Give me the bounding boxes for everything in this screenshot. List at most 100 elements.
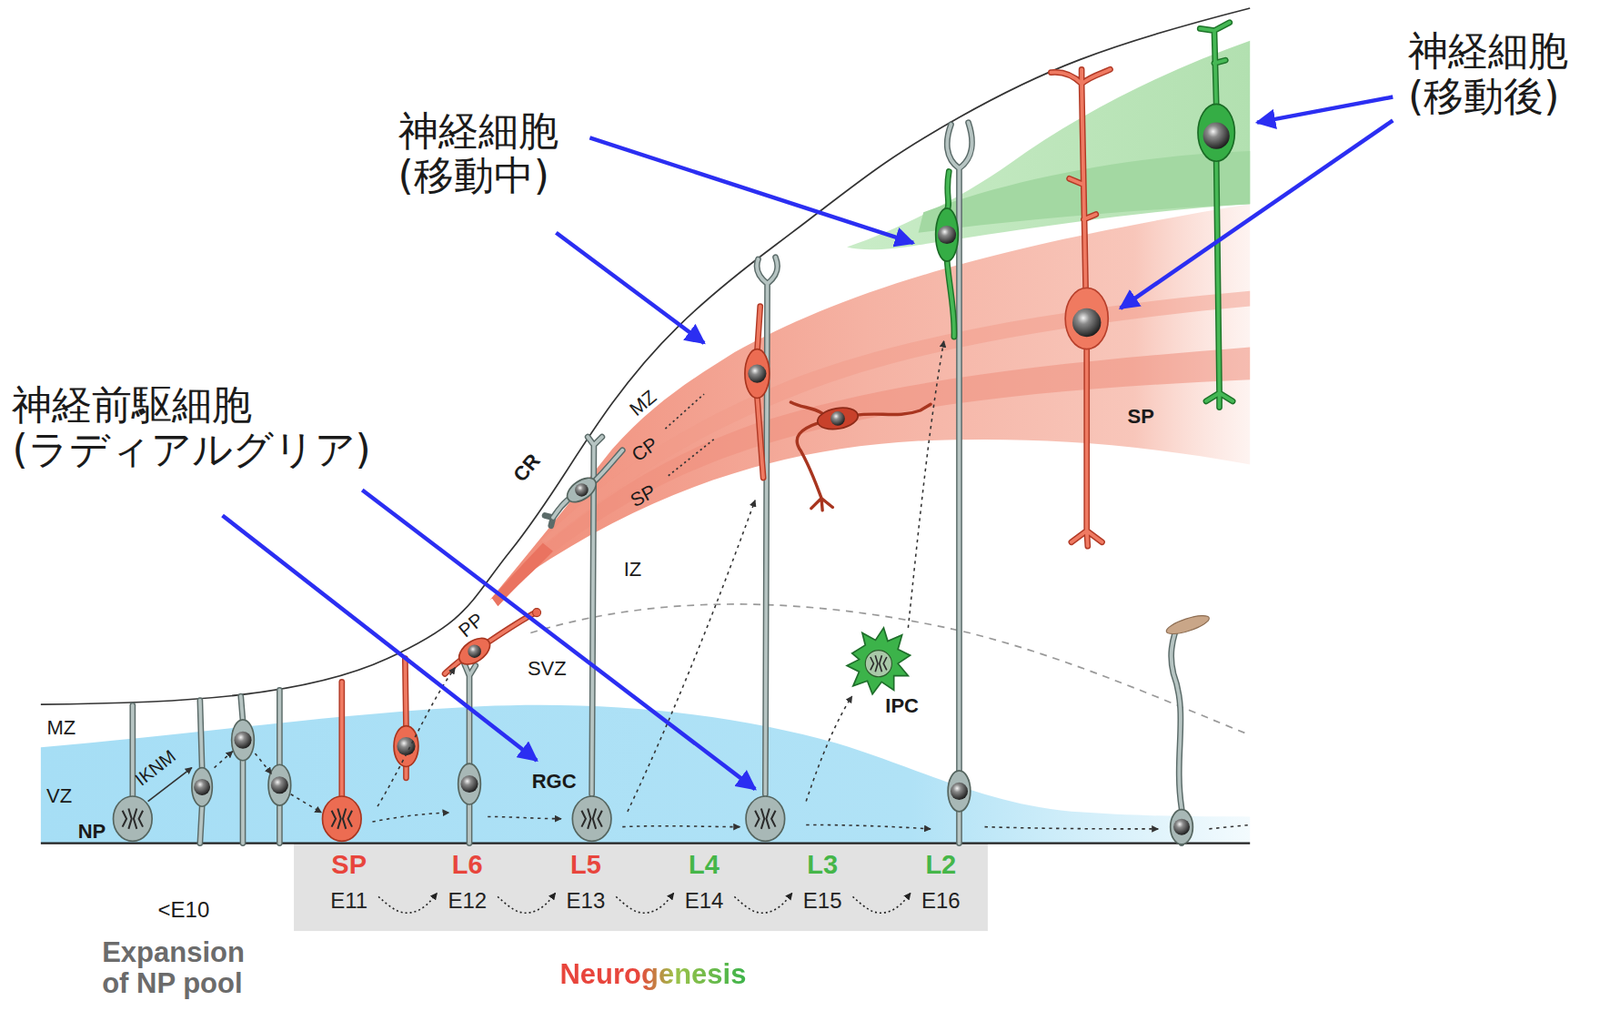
glia-process: [463, 663, 475, 843]
layer-name: L6: [447, 849, 487, 880]
neuron-soma: [1065, 287, 1108, 349]
neuron-soma: [744, 349, 770, 399]
callout-arrow: [1257, 97, 1393, 123]
cell-label: NP: [78, 820, 107, 844]
lineage-arrow: [805, 824, 931, 828]
nucleus: [1203, 122, 1230, 150]
nucleus: [193, 778, 211, 795]
lineage-arrow: [291, 794, 323, 813]
ventricular-surface: [40, 841, 1250, 844]
pial-surface: [40, 8, 1250, 705]
cr-process: [544, 450, 623, 526]
glia-process: [130, 704, 135, 796]
layer-name: L2: [921, 849, 961, 880]
sequence-arrow: [378, 892, 437, 913]
nucleus: [830, 411, 846, 426]
nucleus: [460, 774, 478, 793]
lineage-arrow: [254, 753, 272, 774]
lineage-arrow: [214, 751, 233, 768]
neuron-soma: [454, 633, 495, 670]
nucleus: [1173, 818, 1190, 836]
neuron-process: [1199, 22, 1233, 408]
lineage-arrow: [622, 825, 740, 828]
nucleus: [467, 644, 482, 658]
day-label: E13: [566, 887, 606, 914]
dividing-cell: [113, 795, 153, 841]
sequence-arrow: [734, 892, 792, 913]
glia-soma: [947, 770, 971, 812]
glia-process: [756, 257, 778, 795]
dividing-nucleus: [865, 650, 892, 677]
process-tip: [533, 608, 542, 617]
cr-process: [553, 450, 623, 518]
sequence-arrow: [615, 892, 674, 913]
nucleus: [937, 225, 956, 244]
layer-band: [502, 346, 1250, 587]
glia-endfoot: [1164, 612, 1211, 638]
day-label: E11: [330, 887, 368, 914]
layer-divider: [668, 438, 715, 475]
glia-soma: [231, 719, 255, 761]
glia-process: [241, 695, 243, 844]
glia-process: [241, 695, 243, 844]
callout-arrow: [555, 232, 705, 343]
dividing-cell: [572, 795, 612, 841]
day-label: E14: [684, 887, 725, 914]
chromosomes: [122, 807, 143, 828]
nucleus: [271, 775, 289, 794]
neuron-soma: [815, 404, 860, 433]
phase-label: Expansion of NP pool: [101, 936, 268, 999]
layer-name: L3: [803, 849, 843, 880]
neuron-process: [1050, 69, 1110, 546]
zone-label: VZ: [46, 784, 72, 807]
zone-label: CP: [627, 432, 663, 466]
neuron-process: [1050, 69, 1110, 546]
glia-soma: [1170, 809, 1194, 845]
nucleus: [747, 363, 766, 383]
lineage-arrow: [487, 815, 562, 818]
sequence-arrow: [497, 892, 555, 913]
stage-label: <E10: [158, 896, 211, 923]
migration-arrow: [627, 500, 755, 812]
layer-name: L5: [566, 849, 606, 880]
glia-process: [1171, 630, 1182, 808]
cortical-plate-band: [489, 203, 1250, 600]
zone-label: SVZ: [527, 656, 567, 680]
nucleus: [574, 483, 589, 497]
layer-divider: [664, 393, 705, 429]
dividing-cell: [745, 795, 785, 841]
ventricular-zone: [40, 704, 1250, 844]
neuron-soma: [393, 725, 419, 767]
svz-boundary: [530, 603, 1250, 735]
callout-label: 神経前駆細胞 (ラディアルグリア): [11, 382, 403, 473]
neuron-soma: [1197, 103, 1235, 162]
glia-process: [756, 257, 778, 795]
lineage-arrow: [985, 826, 1159, 829]
glia-process: [463, 663, 475, 843]
sequence-arrow: [853, 892, 911, 913]
cell-label: IPC: [885, 694, 919, 718]
neuron-soma: [935, 208, 959, 262]
stage-box: L5E13: [555, 849, 617, 913]
layer-name: SP: [330, 849, 368, 880]
stage-box: L4E14: [674, 849, 735, 913]
zone-label: IZ: [623, 557, 643, 581]
chromosomes: [581, 807, 602, 828]
timeline-band: [293, 843, 988, 931]
nucleus: [396, 736, 415, 755]
process-label: IKNM: [130, 744, 181, 790]
migration-arrow: [907, 341, 944, 628]
neuron-process: [338, 681, 345, 796]
ipc-cell: [846, 627, 911, 695]
stage-box: L3E15: [792, 849, 854, 913]
cell-label: RGC: [532, 770, 577, 794]
nucleus: [233, 731, 252, 749]
zone-label: MZ: [624, 385, 661, 421]
callout-arrow: [222, 515, 538, 761]
callout-arrow: [589, 137, 914, 243]
nucleus: [1072, 308, 1101, 337]
glia-soma: [191, 767, 212, 807]
